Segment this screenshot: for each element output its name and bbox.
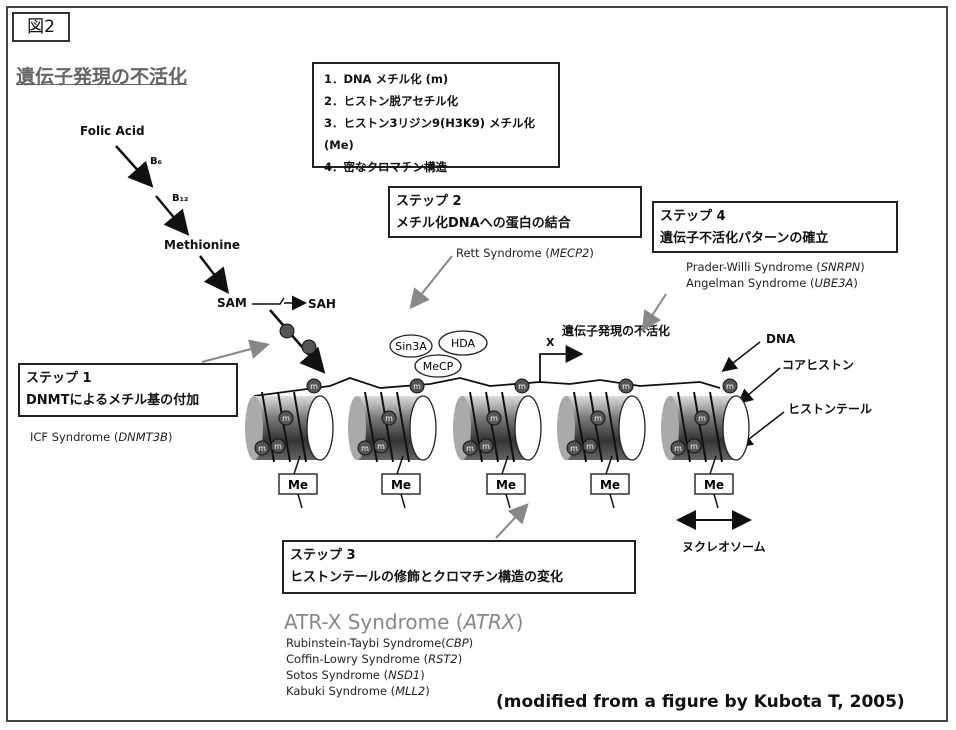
methyl-marker-label: m <box>377 442 385 451</box>
pathway-arrow <box>116 146 150 184</box>
nucleosome-face <box>307 396 333 460</box>
methyl-marker-label: m <box>282 414 290 423</box>
nucleosome-face <box>619 396 645 460</box>
pathway-arrow <box>200 256 226 290</box>
methyl-marker-label: m <box>570 444 578 453</box>
me-label: Me <box>288 478 308 492</box>
histone-tail-end <box>610 494 614 508</box>
methyl-marker-label: m <box>310 382 318 391</box>
methyl-marker-label: m <box>274 442 282 451</box>
dna-pointer <box>724 342 760 370</box>
nucleosome-face <box>723 396 749 460</box>
me-label: Me <box>704 478 724 492</box>
nucleosome-face <box>410 396 436 460</box>
methyl-marker-label: m <box>622 382 630 391</box>
pathway-arrow <box>156 196 186 232</box>
methyl-marker-label: m <box>361 444 369 453</box>
methyl-marker-label: m <box>698 414 706 423</box>
methyl-transfer-arrow <box>270 310 322 370</box>
sam-sah-line <box>252 298 284 304</box>
methyl-marker-label: m <box>258 444 266 453</box>
histone-tail-end <box>506 494 510 508</box>
methyl-marker-label: m <box>594 414 602 423</box>
methyl-marker-label: m <box>482 442 490 451</box>
step3-pointer <box>496 506 526 538</box>
methyl-marker-label: m <box>586 442 594 451</box>
nucleosome-face <box>515 396 541 460</box>
histone-tail-end <box>401 494 405 508</box>
methyl-marker-label: m <box>726 382 734 391</box>
histone-tail-end <box>298 494 302 508</box>
methyl-marker-label: m <box>690 442 698 451</box>
methyl-marker-label: m <box>385 414 393 423</box>
hda-text: HDA <box>451 337 476 350</box>
me-label: Me <box>496 478 516 492</box>
methyl-marker-label: m <box>518 382 526 391</box>
me-label: Me <box>391 478 411 492</box>
sin3a-text: Sin3A <box>395 340 427 353</box>
methyl-marker-label: m <box>674 444 682 453</box>
step2-pointer <box>412 256 452 306</box>
methyl-marker-label: m <box>466 444 474 453</box>
core-histone-pointer <box>740 368 780 402</box>
step1-pointer <box>202 345 266 362</box>
step4-pointer <box>644 294 666 328</box>
histone-tail-end <box>714 494 718 508</box>
silencing-arrow <box>540 354 570 382</box>
methyl-marker-label: m <box>490 414 498 423</box>
methyl-marker <box>302 340 316 354</box>
me-label: Me <box>600 478 620 492</box>
mecp-text: MeCP <box>423 360 454 373</box>
methyl-marker-label: m <box>413 382 421 391</box>
methyl-marker <box>280 324 294 338</box>
